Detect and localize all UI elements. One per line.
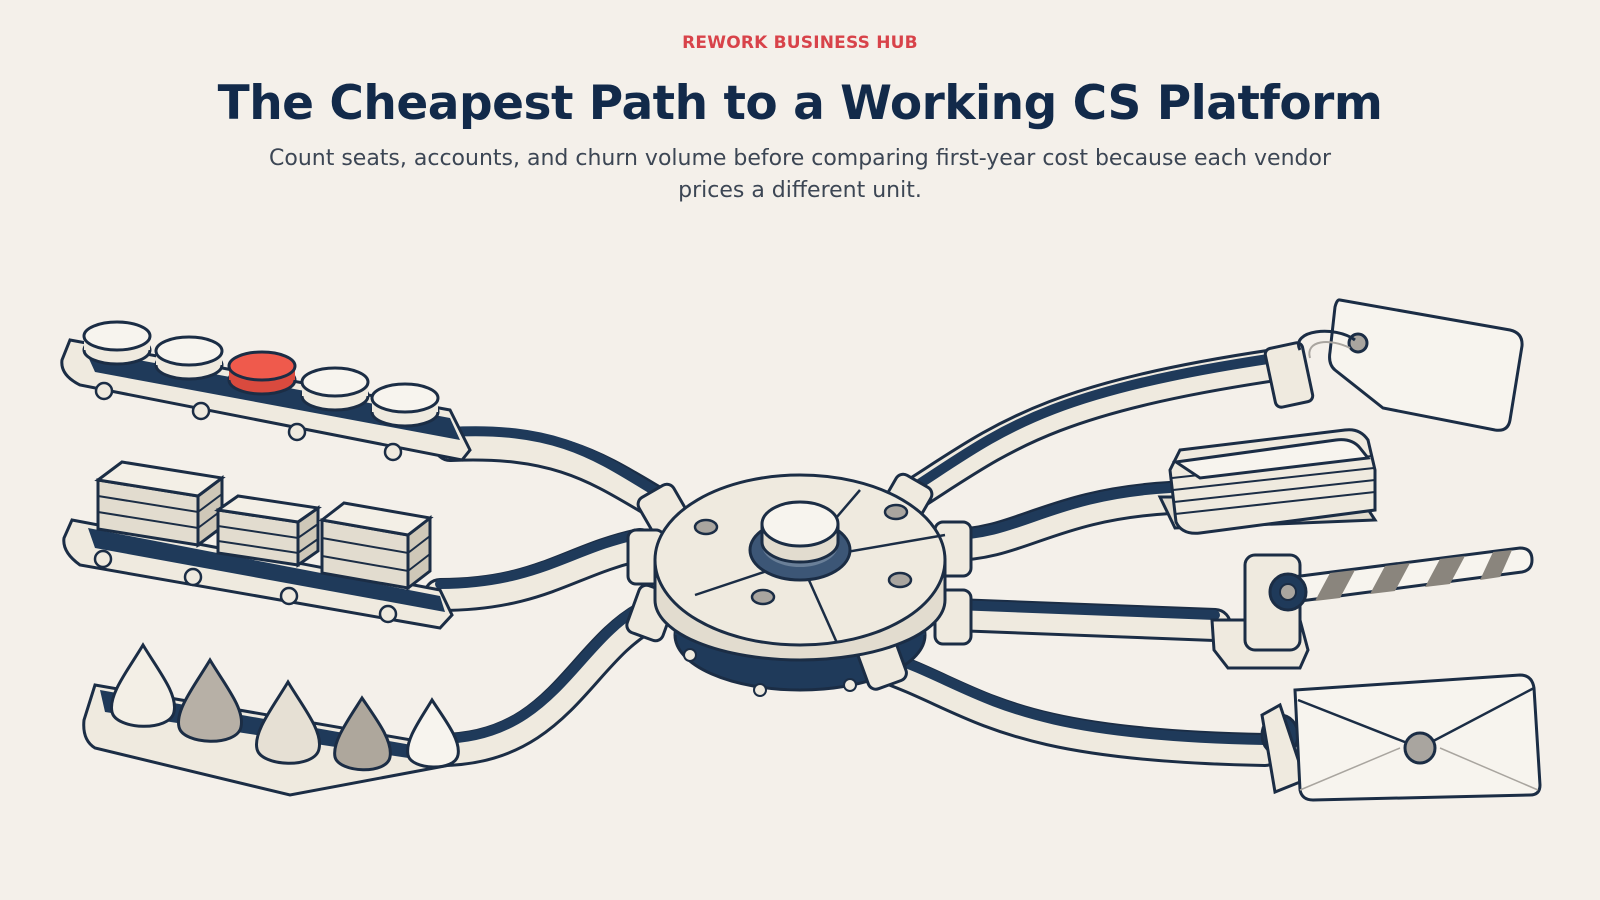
droplets [110, 642, 460, 772]
central-hub [625, 472, 973, 697]
highlighted-coin [227, 350, 297, 396]
card-stack-icon [1157, 428, 1378, 535]
coin-stack [82, 320, 440, 428]
block-stacks [94, 460, 434, 592]
block-stack-conveyor [62, 518, 657, 630]
barrier-gate-icon [1210, 546, 1534, 670]
kicker-label: REWORK BUSINESS HUB [682, 33, 918, 53]
output-pipes [863, 348, 1292, 767]
page-subtitle: Count seats, accounts, and churn volume … [269, 146, 1331, 203]
pipeline-illustration [60, 298, 1542, 802]
page-title: The Cheapest Path to a Working CS Platfo… [217, 76, 1383, 131]
envelope-icon [1260, 673, 1542, 802]
price-tag-icon [1263, 298, 1524, 432]
